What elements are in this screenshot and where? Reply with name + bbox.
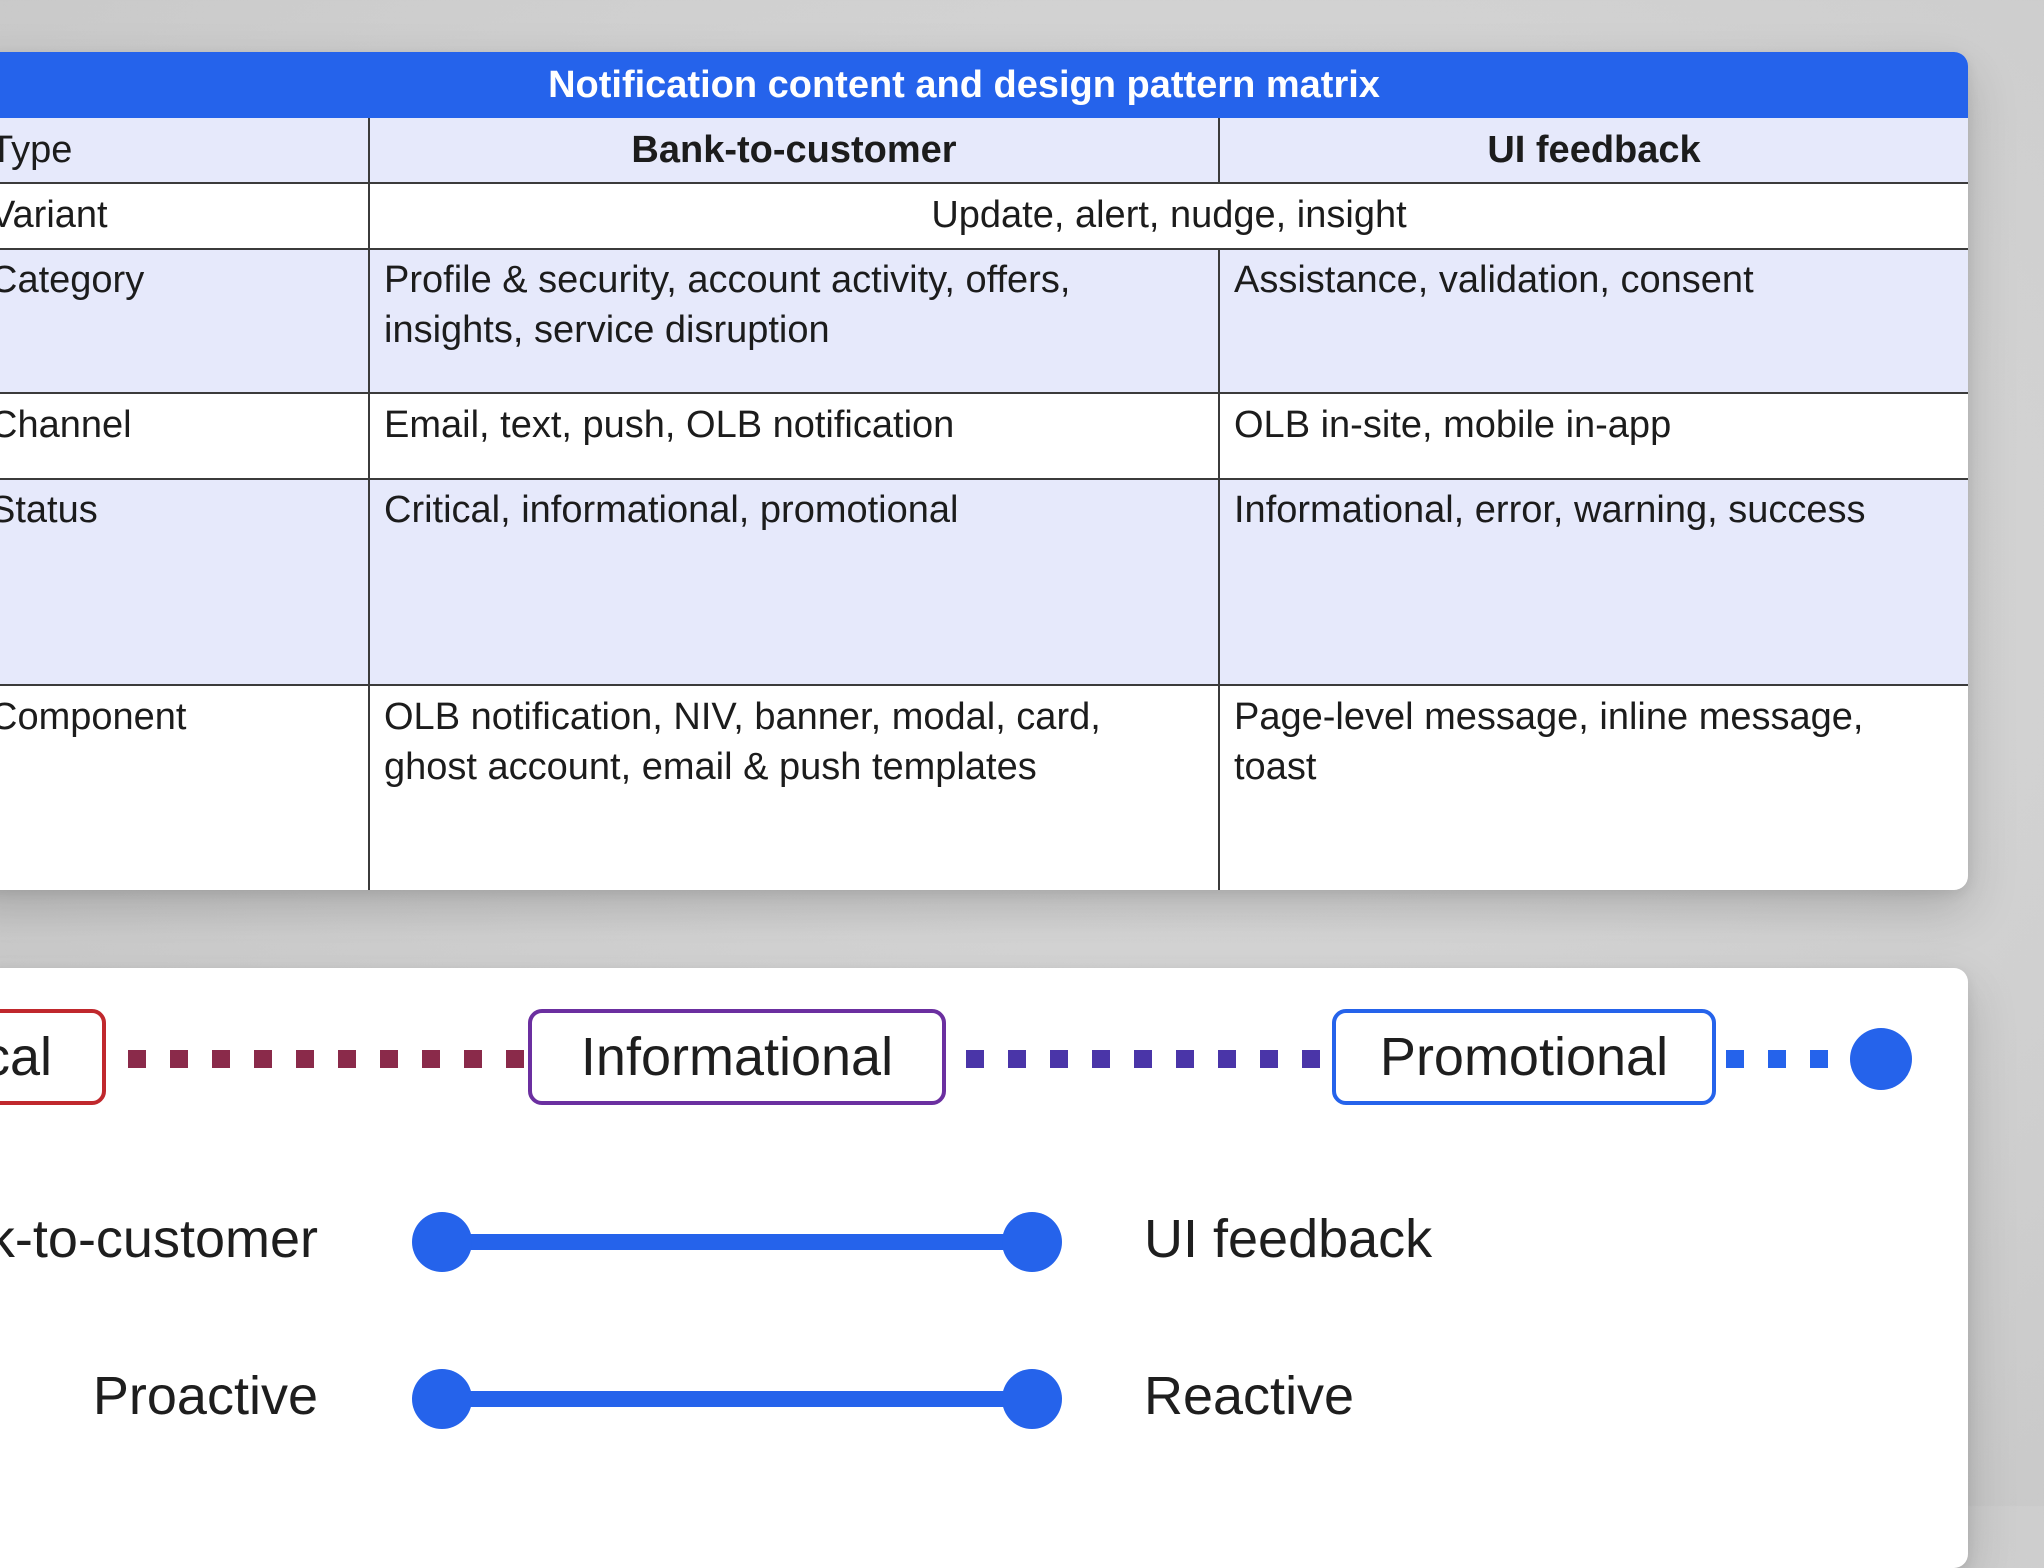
header-ui-feedback: UI feedback <box>1487 129 1701 171</box>
scale-graphics <box>128 1028 1912 1429</box>
grid-line <box>0 182 1968 184</box>
header-row-bg <box>0 118 1968 182</box>
component-ui-line: toast <box>1234 746 1317 788</box>
category-bank-line: Profile & security, account activity, of… <box>384 259 1071 301</box>
grid-line <box>0 684 1968 686</box>
range-slider-proactive-reactive <box>412 1369 1062 1429</box>
row-label-variant: Variant <box>0 194 108 236</box>
range-slider-bank-ui <box>412 1212 1062 1272</box>
status-bank: Critical, informational, promotional <box>384 489 959 531</box>
dotted-connector-informational-promotional <box>966 1050 1320 1068</box>
category-row-bg <box>0 248 1968 392</box>
grid-line <box>0 248 1968 250</box>
row-label-category: Category <box>0 259 145 301</box>
dotted-connector-promotional-end <box>1726 1050 1828 1068</box>
pill-critical: Critical <box>0 1009 106 1105</box>
grid-line <box>0 392 1968 394</box>
matrix-title: Notification content and design pattern … <box>0 52 1968 120</box>
pill-promotional: Promotional <box>1332 1009 1716 1105</box>
grid-line <box>368 118 370 890</box>
grid-line <box>0 478 1968 480</box>
header-bank-to-customer: Bank-to-customer <box>631 129 957 171</box>
header-type-label: Type <box>0 129 73 171</box>
label-ui-feedback: UI feedback <box>1144 1209 1433 1269</box>
status-row-bg <box>0 478 1968 684</box>
row-label-channel: Channel <box>0 404 132 446</box>
category-ui-line: Assistance, validation, consent <box>1234 259 1754 301</box>
notification-scale-card: Critical Informational Promotional Bank-… <box>0 968 1968 1568</box>
pill-informational: Informational <box>528 1009 946 1105</box>
dotted-connector-critical-informational <box>128 1050 524 1068</box>
channel-bank: Email, text, push, OLB notification <box>384 404 955 446</box>
component-bank-line: ghost account, email & push templates <box>384 746 1037 788</box>
grid-line <box>1218 118 1220 182</box>
variant-value: Update, alert, nudge, insight <box>931 194 1407 236</box>
row-label-status: Status <box>0 489 98 531</box>
status-ui: Informational, error, warning, success <box>1234 489 1866 531</box>
label-reactive: Reactive <box>1144 1366 1355 1426</box>
label-bank-to-customer: Bank-to-customer <box>0 1209 318 1269</box>
component-bank-line: OLB notification, NIV, banner, modal, ca… <box>384 696 1101 738</box>
category-bank-line: insights, service disruption <box>384 309 830 351</box>
grid-line <box>1218 248 1220 890</box>
scale-endpoint-dot <box>1850 1028 1912 1090</box>
component-ui-line: Page-level message, inline message, <box>1234 696 1864 738</box>
label-proactive: Proactive <box>92 1366 318 1426</box>
row-label-component: Component <box>0 696 187 738</box>
notification-matrix-card: Notification content and design pattern … <box>0 52 1968 890</box>
channel-ui: OLB in-site, mobile in-app <box>1234 404 1672 446</box>
